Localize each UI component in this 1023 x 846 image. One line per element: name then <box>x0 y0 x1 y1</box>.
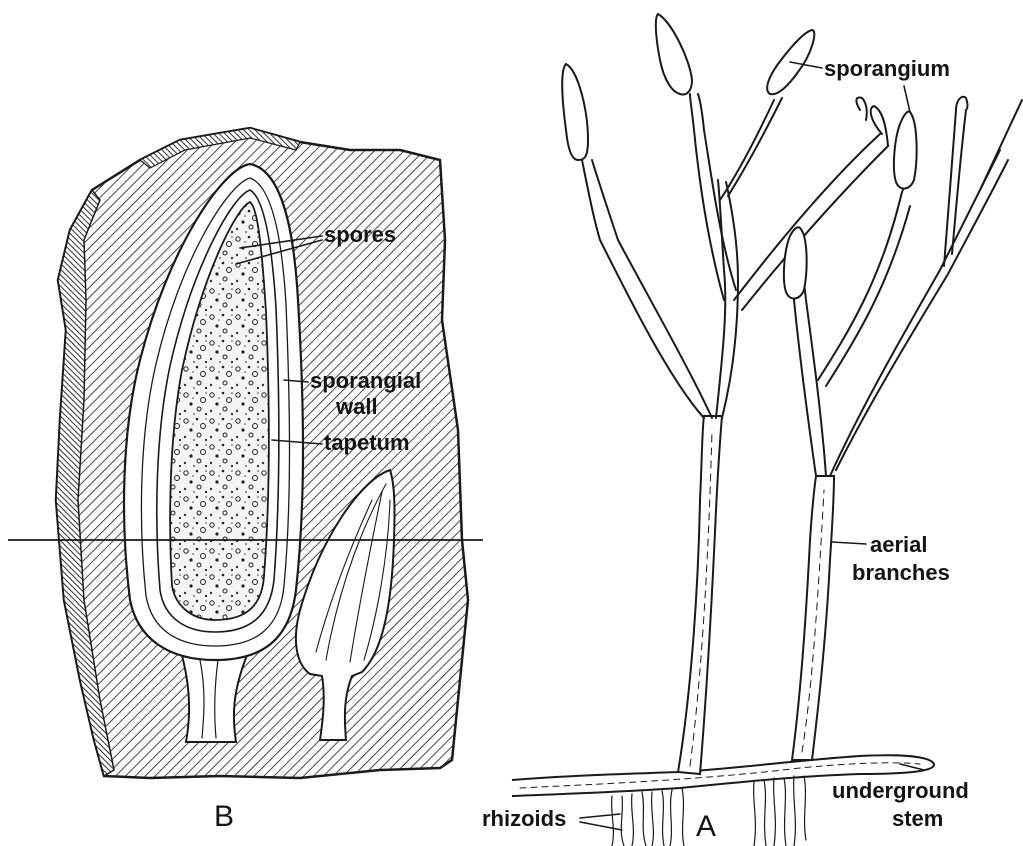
sporangial-wall-label-line2: wall <box>335 394 378 419</box>
panel-b-letter: B <box>214 800 234 833</box>
spores-label: spores <box>324 222 396 247</box>
tapetum-label: tapetum <box>324 430 410 455</box>
right-sporangium-2 <box>894 112 917 189</box>
panel-b: spores sporangial wall tapetum B <box>8 128 483 833</box>
left-branch-1 <box>582 160 712 418</box>
right-sporangium-1 <box>784 227 807 298</box>
rhizoids-label: rhizoids <box>482 806 566 831</box>
aerial-branches-leader <box>832 542 866 544</box>
right-branch-5 <box>980 100 1022 190</box>
left-plant-axis <box>678 416 722 774</box>
sporangium-label: sporangium <box>824 56 950 81</box>
underground-stem-label-line2: stem <box>892 806 943 831</box>
left-sporangium-2 <box>656 14 692 94</box>
right-plant-axis <box>792 476 834 760</box>
panel-a: sporangium aerial branches underground s… <box>482 14 1022 846</box>
right-branch-3 <box>818 186 910 386</box>
underground-stem-label-line1: underground <box>832 778 969 803</box>
right-tip <box>956 97 968 110</box>
aerial-branches-label-line2: branches <box>852 560 950 585</box>
rhizoids-leader <box>580 814 622 830</box>
aerial-branches-label-line1: aerial <box>870 532 928 557</box>
left-sporangium-1 <box>562 64 588 160</box>
right-branch-4 <box>944 110 966 266</box>
left-branch-4 <box>720 98 782 200</box>
sporangial-wall-label-line1: sporangial <box>310 368 421 393</box>
left-tip-2 <box>856 98 866 121</box>
left-branch-5 <box>734 134 888 310</box>
panel-a-letter: A <box>696 810 716 843</box>
